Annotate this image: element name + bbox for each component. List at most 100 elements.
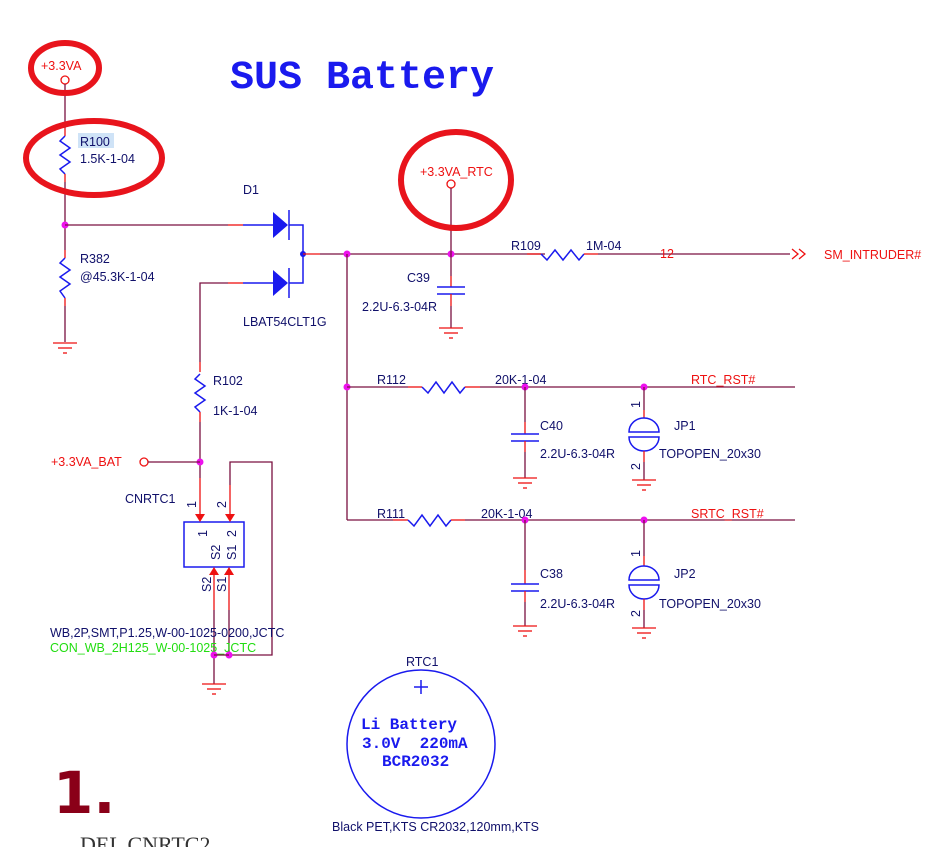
pin-label: S1: [215, 577, 229, 592]
pin-arrow-icon: [209, 567, 219, 575]
resistor-icon: [407, 513, 452, 528]
pin-number: 1: [629, 550, 643, 557]
net-label-3v3va-bat: +3.3VA_BAT: [51, 455, 122, 469]
jumper-icon-bottom: [628, 436, 660, 452]
resistor-icon: [421, 380, 466, 395]
ref-label: R109: [511, 239, 541, 253]
resistor-r111[interactable]: R111 20K-1-04: [377, 507, 532, 528]
resistor-r102[interactable]: R102 1K-1-04: [193, 373, 258, 418]
resistor-r109[interactable]: R109 1M-04: [511, 239, 621, 262]
resistor-icon: [58, 257, 72, 299]
value-label: 1M-04: [586, 239, 621, 253]
battery-line-1: Li Battery: [361, 716, 457, 734]
wire: [199, 282, 228, 362]
resistor-icon: [540, 248, 585, 262]
value-label: LBAT54CLT1G: [243, 315, 327, 329]
ref-label: R111: [377, 507, 405, 521]
ref-label: C40: [540, 419, 563, 433]
ref-label: RTC1: [406, 655, 438, 669]
ground-icon: [201, 683, 227, 695]
description-label: WB,2P,SMT,P1.25,W-00-1025-0200,JCTC: [50, 626, 284, 640]
net-3v3va-rtc[interactable]: +3.3VA_RTC: [420, 165, 493, 189]
jumper-icon-top: [628, 565, 660, 581]
annotation-ring: [28, 40, 102, 96]
net-3v3va[interactable]: +3.3VA: [41, 59, 82, 85]
value-label: TOPOPEN_20x30: [659, 447, 761, 461]
wire: [229, 461, 273, 656]
power-port-icon: [139, 457, 149, 467]
ref-label: CNRTC1: [125, 492, 176, 506]
ref-label: R100: [80, 135, 110, 149]
value-label: @45.3K-1-04: [80, 270, 155, 284]
resistor-r100[interactable]: R100 1.5K-1-04: [58, 133, 135, 175]
resistor-icon: [58, 135, 72, 175]
ground-icon: [438, 327, 464, 339]
value-label: 1.5K-1-04: [80, 152, 135, 166]
ground-icon: [52, 342, 78, 354]
schematic-title: SUS Battery: [230, 56, 494, 101]
value-label: 2.2U-6.3-04R: [540, 597, 615, 611]
resistor-icon: [193, 373, 207, 413]
battery-icon: [346, 669, 496, 819]
ref-label: R102: [213, 374, 243, 388]
jumper-jp1[interactable]: 1 2 JP1 TOPOPEN_20x30: [628, 387, 761, 480]
connector-cnrtc1[interactable]: CNRTC1 1 2 1 2 S2 S1 S2 S1 WB,2P,SMT,P1.…: [50, 461, 284, 684]
pin-label: 2: [225, 530, 239, 537]
description-label: Black PET,KTS CR2032,120mm,KTS: [332, 820, 539, 834]
annotation-number: 1.: [53, 759, 115, 827]
annotation-ring: [23, 118, 165, 198]
ref-label: R112: [377, 373, 406, 387]
offpage-arrow-icon: [791, 248, 800, 260]
pin-arrow-icon: [224, 567, 234, 575]
net-label-srtc-rst: SRTC_RST#: [691, 507, 764, 521]
value-label: 1K-1-04: [213, 404, 258, 418]
ref-label: C39: [407, 271, 430, 285]
resistor-r112[interactable]: R112 20K-1-04: [377, 373, 546, 395]
footprint-label: CON_WB_2H125_W-00-1025_JCTC: [50, 641, 256, 655]
battery-rtc1[interactable]: RTC1 Li Battery 3.0V 220mA BCR2032 Black…: [332, 655, 539, 834]
ground-icon: [512, 477, 538, 489]
pin-arrow-icon: [195, 514, 205, 522]
capacitor-c40[interactable]: C40 2.2U-6.3-04R: [511, 387, 615, 478]
offpage-arrow-icon: [798, 248, 807, 260]
net-label-rtc-rst: RTC_RST#: [691, 373, 755, 387]
value-label: TOPOPEN_20x30: [659, 597, 761, 611]
value-label: 20K-1-04: [495, 373, 546, 387]
ref-label: JP2: [674, 567, 696, 581]
net-label-sm-intruder: SM_INTRUDER#: [824, 248, 921, 262]
ground-icon: [631, 627, 657, 639]
jumper-jp2[interactable]: 1 2 JP2 TOPOPEN_20x30: [628, 520, 761, 628]
ref-label: C38: [540, 567, 563, 581]
pin-label: S1: [225, 545, 239, 560]
ref-label: R382: [80, 252, 110, 266]
pin-label: S2: [200, 577, 214, 592]
page-reference: 12: [660, 247, 674, 261]
diode-icon: [273, 270, 288, 296]
pin-number: 1: [185, 501, 199, 508]
pin-number: 2: [629, 463, 643, 470]
net-label-3v3va: +3.3VA: [41, 59, 82, 73]
pin-label: 1: [196, 530, 210, 537]
battery-line-2: 3.0V 220mA: [362, 735, 468, 753]
pin-label: S2: [209, 545, 223, 560]
power-port-icon: [446, 179, 456, 189]
pin-number: 2: [215, 501, 229, 508]
value-label: 2.2U-6.3-04R: [362, 300, 437, 314]
capacitor-c38[interactable]: C38 2.2U-6.3-04R: [511, 520, 615, 626]
selection-highlight: [78, 133, 114, 148]
annotation-ring: [398, 129, 514, 231]
ref-label: JP1: [674, 419, 696, 433]
offpage-connector-sm-intruder[interactable]: SM_INTRUDER#: [791, 248, 921, 262]
pin-number: 2: [629, 610, 643, 617]
diode-d1[interactable]: D1 LBAT54CLT1G: [243, 183, 327, 329]
bottom-text: DEL CNRTC2: [80, 832, 210, 847]
value-label: 20K-1-04: [481, 507, 532, 521]
jumper-icon-top: [628, 417, 660, 433]
ground-icon: [512, 625, 538, 637]
capacitor-c39[interactable]: C39 2.2U-6.3-04R: [362, 254, 465, 328]
ground-icon: [631, 479, 657, 491]
pin-arrow-icon: [225, 514, 235, 522]
value-label: 2.2U-6.3-04R: [540, 447, 615, 461]
resistor-r382[interactable]: R382 @45.3K-1-04: [58, 252, 155, 299]
net-3v3va-bat[interactable]: +3.3VA_BAT: [51, 455, 149, 469]
